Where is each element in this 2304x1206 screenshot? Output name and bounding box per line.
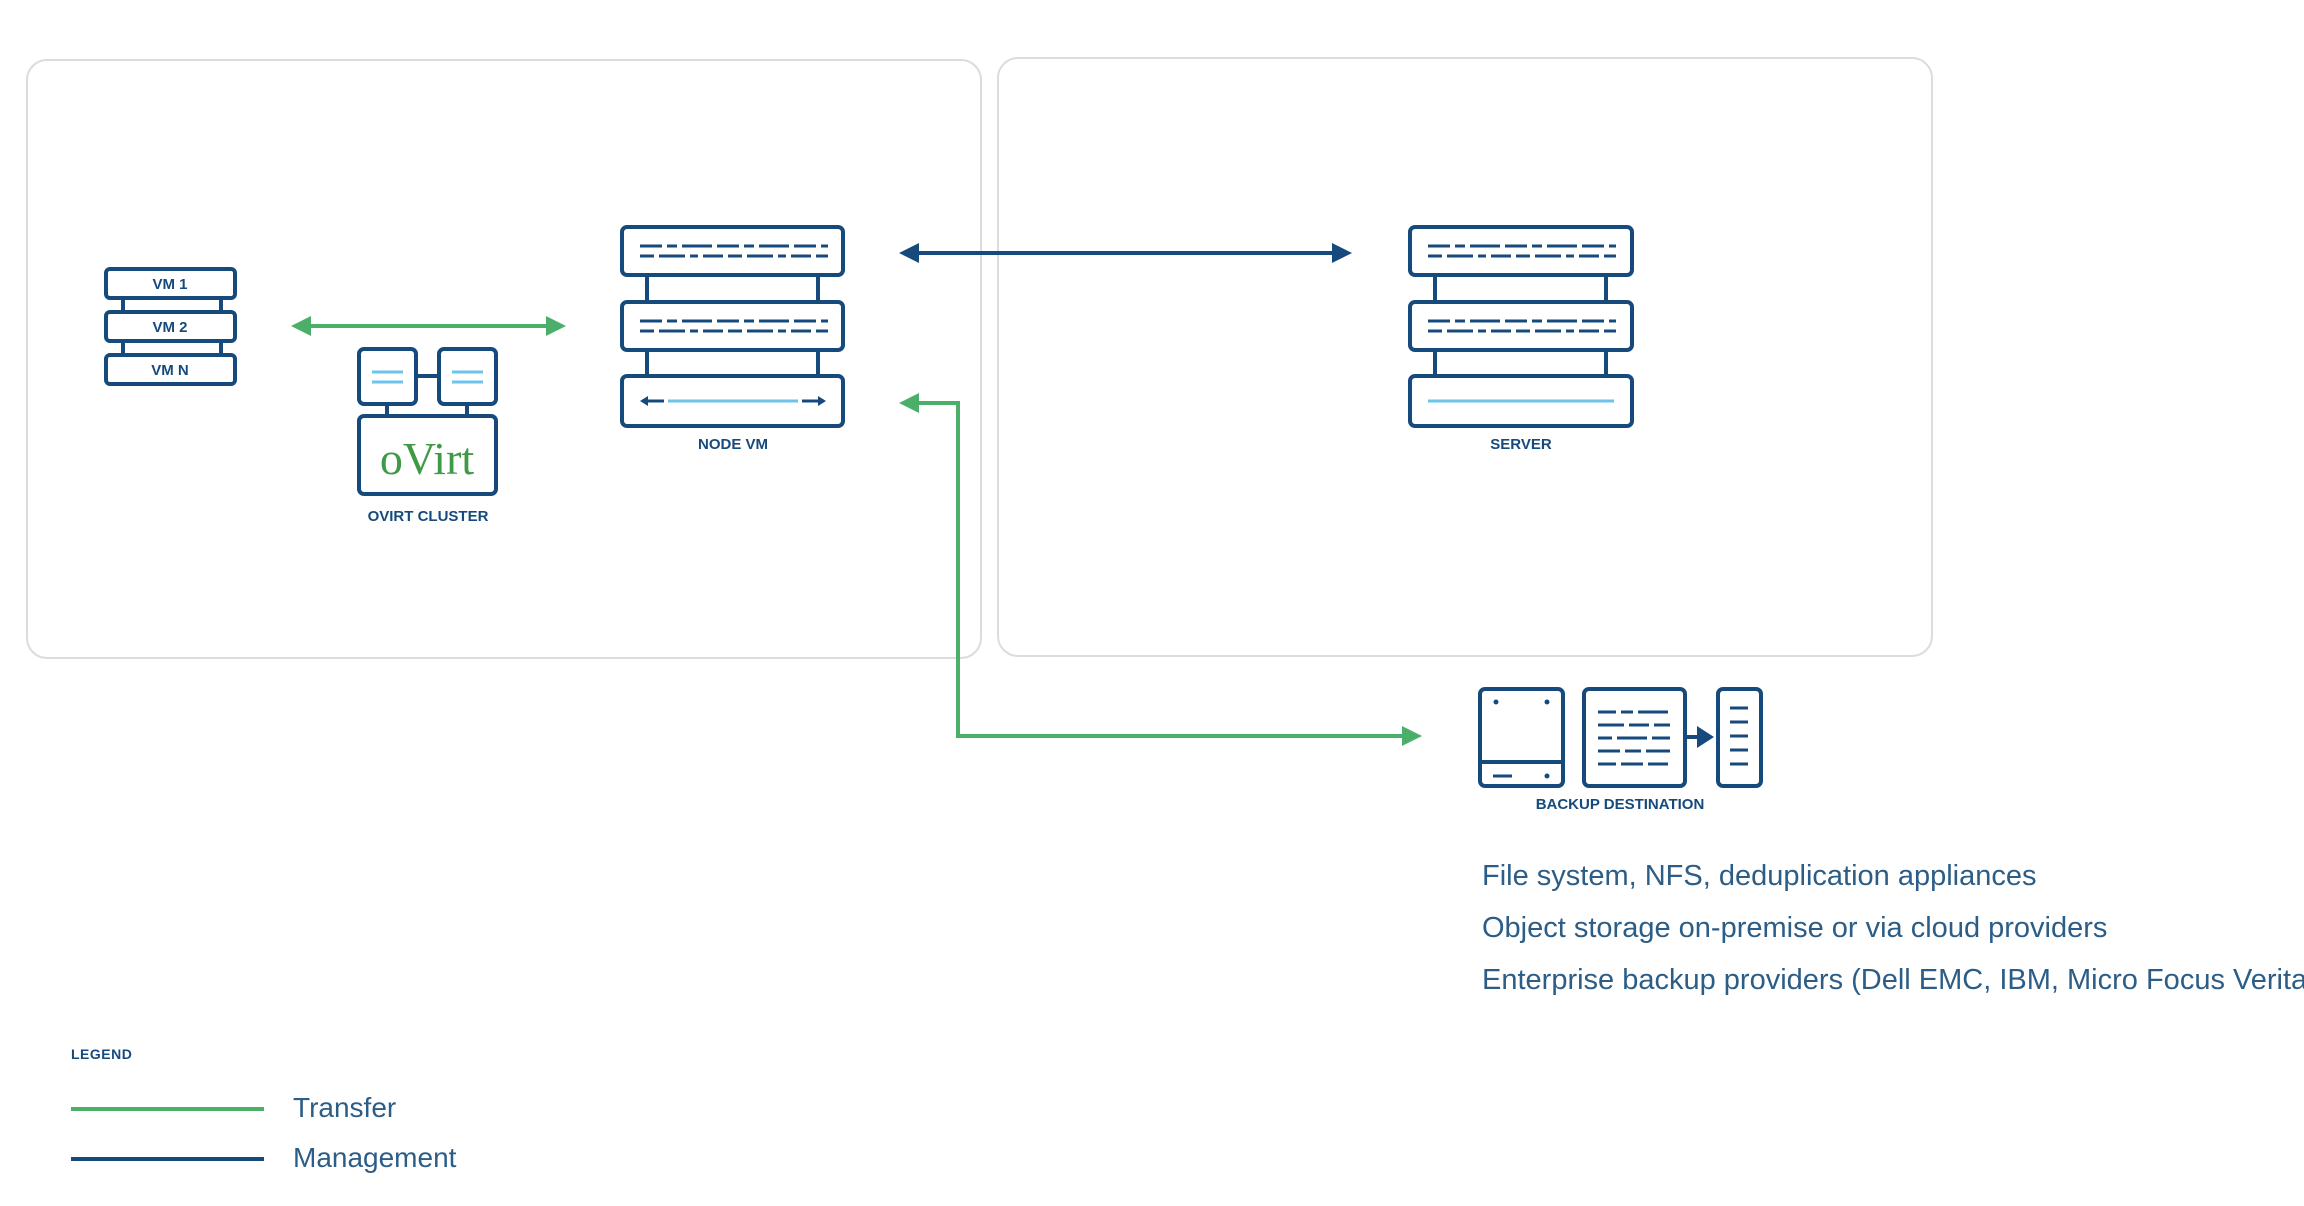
legend-item-transfer: Transfer (71, 1088, 491, 1128)
vm-stack-item-label: VM N (151, 362, 189, 379)
legend-label: Management (293, 1142, 457, 1173)
legend-swatch-management (71, 1157, 264, 1161)
vm-stack-item (104, 267, 237, 300)
ovirt-logo-text: oVirt (380, 433, 475, 484)
node-vm-icon (620, 225, 845, 428)
backup-note: Object storage on-premise or via cloud p… (1482, 912, 2108, 944)
ovirt-cluster-icon: oVirt (357, 347, 498, 496)
node-to-backup-transfer-arrow (899, 393, 1422, 746)
legend-item-management: Management (71, 1138, 491, 1178)
server-label: SERVER (1490, 436, 1552, 453)
vm-stack-item (104, 353, 237, 386)
backup-note: File system, NFS, deduplication applianc… (1482, 860, 2037, 892)
vm-stack: VM 1 VM 2 VM N (104, 267, 237, 386)
backup-destination-notes: File system, NFS, deduplication applianc… (1482, 850, 2304, 1006)
vm-stack-item (104, 310, 237, 343)
vm-stack-item-label: VM 2 (152, 319, 187, 336)
backup-destination-label: BACKUP DESTINATION (1536, 796, 1705, 813)
legend-swatch-transfer (71, 1107, 264, 1111)
disk-drive-icon (1478, 687, 1565, 788)
node-vm-label: NODE VM (698, 436, 768, 453)
arrow-right-icon (1697, 726, 1714, 748)
backup-destination-icon (1478, 687, 1763, 788)
server-icon (1408, 225, 1634, 428)
legend-label: Transfer (293, 1092, 397, 1123)
target-panel (997, 57, 1933, 657)
ovirt-cluster-label: OVIRT CLUSTER (368, 508, 489, 525)
vm-stack-item-label: VM 1 (152, 276, 187, 293)
legend-title: LEGEND (71, 1046, 133, 1062)
legend: LEGEND Transfer Management (71, 1046, 456, 1173)
backup-note: Enterprise backup providers (Dell EMC, I… (1482, 964, 2304, 996)
source-panel (26, 59, 982, 659)
